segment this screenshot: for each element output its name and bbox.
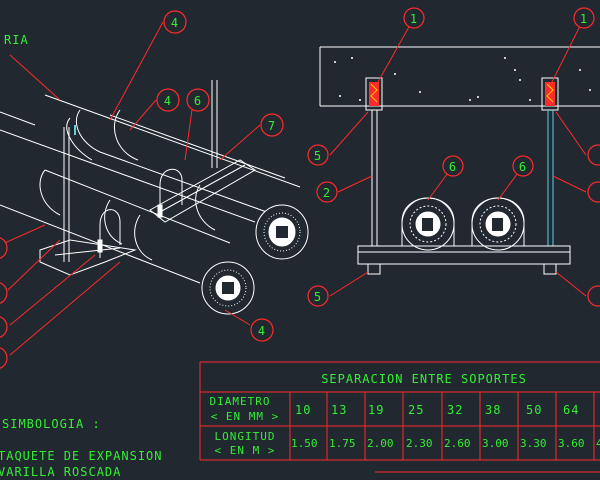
callout-6-right [512, 155, 534, 177]
legend-item-threaded-rod: VARILLA ROSCADA [0, 465, 121, 479]
diameter-unit: < EN MM > [211, 410, 280, 423]
support-spacing-table: SEPARACION ENTRE SOPORTES DIAMETRO < EN … [199, 361, 600, 473]
isometric-leaders [0, 21, 261, 356]
upper-pipe [0, 94, 309, 260]
callout-left-b [0, 282, 8, 304]
section-view [319, 46, 600, 275]
lower-pipe [0, 169, 255, 315]
callout-5-bottom-text: 5 [314, 290, 322, 304]
diameter-label: DIAMETRO [210, 395, 271, 408]
callout-2-left [316, 181, 338, 203]
callout-left-d [0, 347, 8, 369]
length-cell: 2.00 [367, 437, 394, 450]
diameter-cell: 38 [485, 403, 501, 417]
diameter-cell: 64 [563, 403, 579, 417]
callout-5-bottom [307, 285, 329, 307]
table-title: SEPARACION ENTRE SOPORTES [321, 372, 527, 386]
callout-2-left-text: 2 [323, 186, 331, 200]
callout-6-left-text: 6 [449, 160, 457, 174]
diameter-cell: 50 [526, 403, 542, 417]
callout-4-mid-text: 4 [164, 94, 172, 108]
length-unit: < EN M > [215, 444, 276, 457]
callout-1-right-text: 1 [580, 12, 588, 26]
diameter-cell: 13 [331, 403, 347, 417]
callout-6 [186, 88, 210, 112]
length-label: LONGITUD [215, 430, 276, 443]
callout-4-top [163, 10, 187, 34]
callout-1-left-text: 1 [410, 12, 418, 26]
length-cell: 2.30 [406, 437, 433, 450]
callout-4-bottom [250, 318, 274, 342]
length-cell: 2.60 [444, 437, 471, 450]
diameter-cell: 19 [368, 403, 384, 417]
callout-left-a [0, 237, 8, 259]
callout-1-left [403, 7, 425, 29]
length-cell: 1.50 [291, 437, 318, 450]
length-cell: 3.60 [558, 437, 585, 450]
isometric-pipe-support-view [0, 80, 309, 315]
diameter-cell: 25 [408, 403, 424, 417]
hanger-rods [63, 80, 218, 262]
legend: SIMBOLOGIA : TAQUETE DE EXPANSION VARILL… [0, 417, 163, 479]
length-cell: 4 [596, 437, 600, 450]
callout-7-text: 7 [268, 119, 276, 133]
callout-right-c [587, 285, 600, 307]
u-bolts [97, 168, 183, 258]
concrete-hatch [334, 57, 591, 101]
top-left-label: RIA [4, 33, 29, 47]
section-callouts [307, 7, 600, 307]
diameter-cell: 32 [447, 403, 463, 417]
length-cell: 3.30 [520, 437, 547, 450]
callout-6-text: 6 [194, 94, 202, 108]
callout-left-c [0, 316, 8, 338]
callout-1-right [573, 7, 595, 29]
length-cell: 3.00 [482, 437, 509, 450]
strut-channels [39, 159, 256, 276]
callout-5-top-text: 5 [314, 149, 322, 163]
diameter-cell: 10 [295, 403, 311, 417]
legend-title: SIMBOLOGIA : [2, 417, 101, 431]
callout-4-mid [156, 88, 180, 112]
callout-4-bottom-text: 4 [258, 324, 266, 338]
callout-6-right-text: 6 [519, 160, 527, 174]
callout-4-top-text: 4 [171, 16, 179, 30]
length-cell: 1.75 [329, 437, 356, 450]
legend-item-expansion-anchor: TAQUETE DE EXPANSION [0, 449, 163, 463]
callout-5-top [307, 144, 329, 166]
callout-right-a [587, 144, 600, 166]
callout-7 [260, 113, 284, 137]
isometric-callouts [0, 10, 284, 369]
callout-right-b [587, 181, 600, 203]
callout-6-left [442, 155, 464, 177]
